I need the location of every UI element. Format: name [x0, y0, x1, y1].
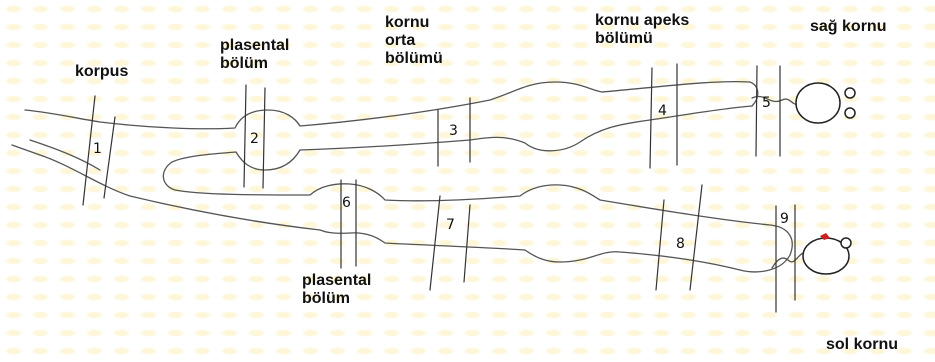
- cut-line-7a: [430, 196, 440, 290]
- label-kornu-orta-bolumu: kornu orta bölümü: [385, 14, 443, 68]
- left-ovary-bud: [841, 238, 851, 248]
- label-plasental-bolum-top: plasental bölüm: [220, 37, 289, 73]
- right-ovary-bud-top: [845, 88, 855, 98]
- section-number-4: 4: [658, 103, 667, 119]
- section-number-1: 1: [93, 141, 102, 157]
- cut-line-2b: [263, 88, 265, 188]
- label-korpus: korpus: [75, 63, 128, 81]
- cut-line-8b: [690, 185, 702, 290]
- label-kornu-apeks-bolumu: kornu apeks bölümü: [595, 12, 689, 48]
- left-oviduct: [772, 253, 803, 268]
- cut-line-1b: [104, 117, 115, 198]
- label-sag-kornu: sağ kornu: [810, 18, 886, 36]
- label-sol-kornu: sol kornu: [826, 336, 898, 354]
- section-number-7: 7: [446, 217, 455, 233]
- cut-line-5a: [756, 66, 757, 156]
- section-number-5: 5: [762, 95, 771, 111]
- cut-line-2a: [244, 85, 246, 187]
- cut-line-8a: [656, 200, 664, 290]
- section-number-9: 9: [780, 211, 789, 227]
- upper-horn-top-outline: [25, 82, 758, 129]
- cut-line-7b: [464, 205, 470, 282]
- label-plasental-bolum-bottom: plasental bölüm: [302, 272, 371, 308]
- right-ovary-bud-bottom: [845, 108, 855, 118]
- section-number-3: 3: [449, 123, 458, 139]
- right-oviduct: [752, 96, 798, 104]
- section-number-2: 2: [250, 131, 259, 147]
- right-ovary: [796, 83, 840, 123]
- section-number-6: 6: [342, 195, 351, 211]
- cut-line-4a: [650, 68, 652, 168]
- section-number-8: 8: [676, 236, 685, 252]
